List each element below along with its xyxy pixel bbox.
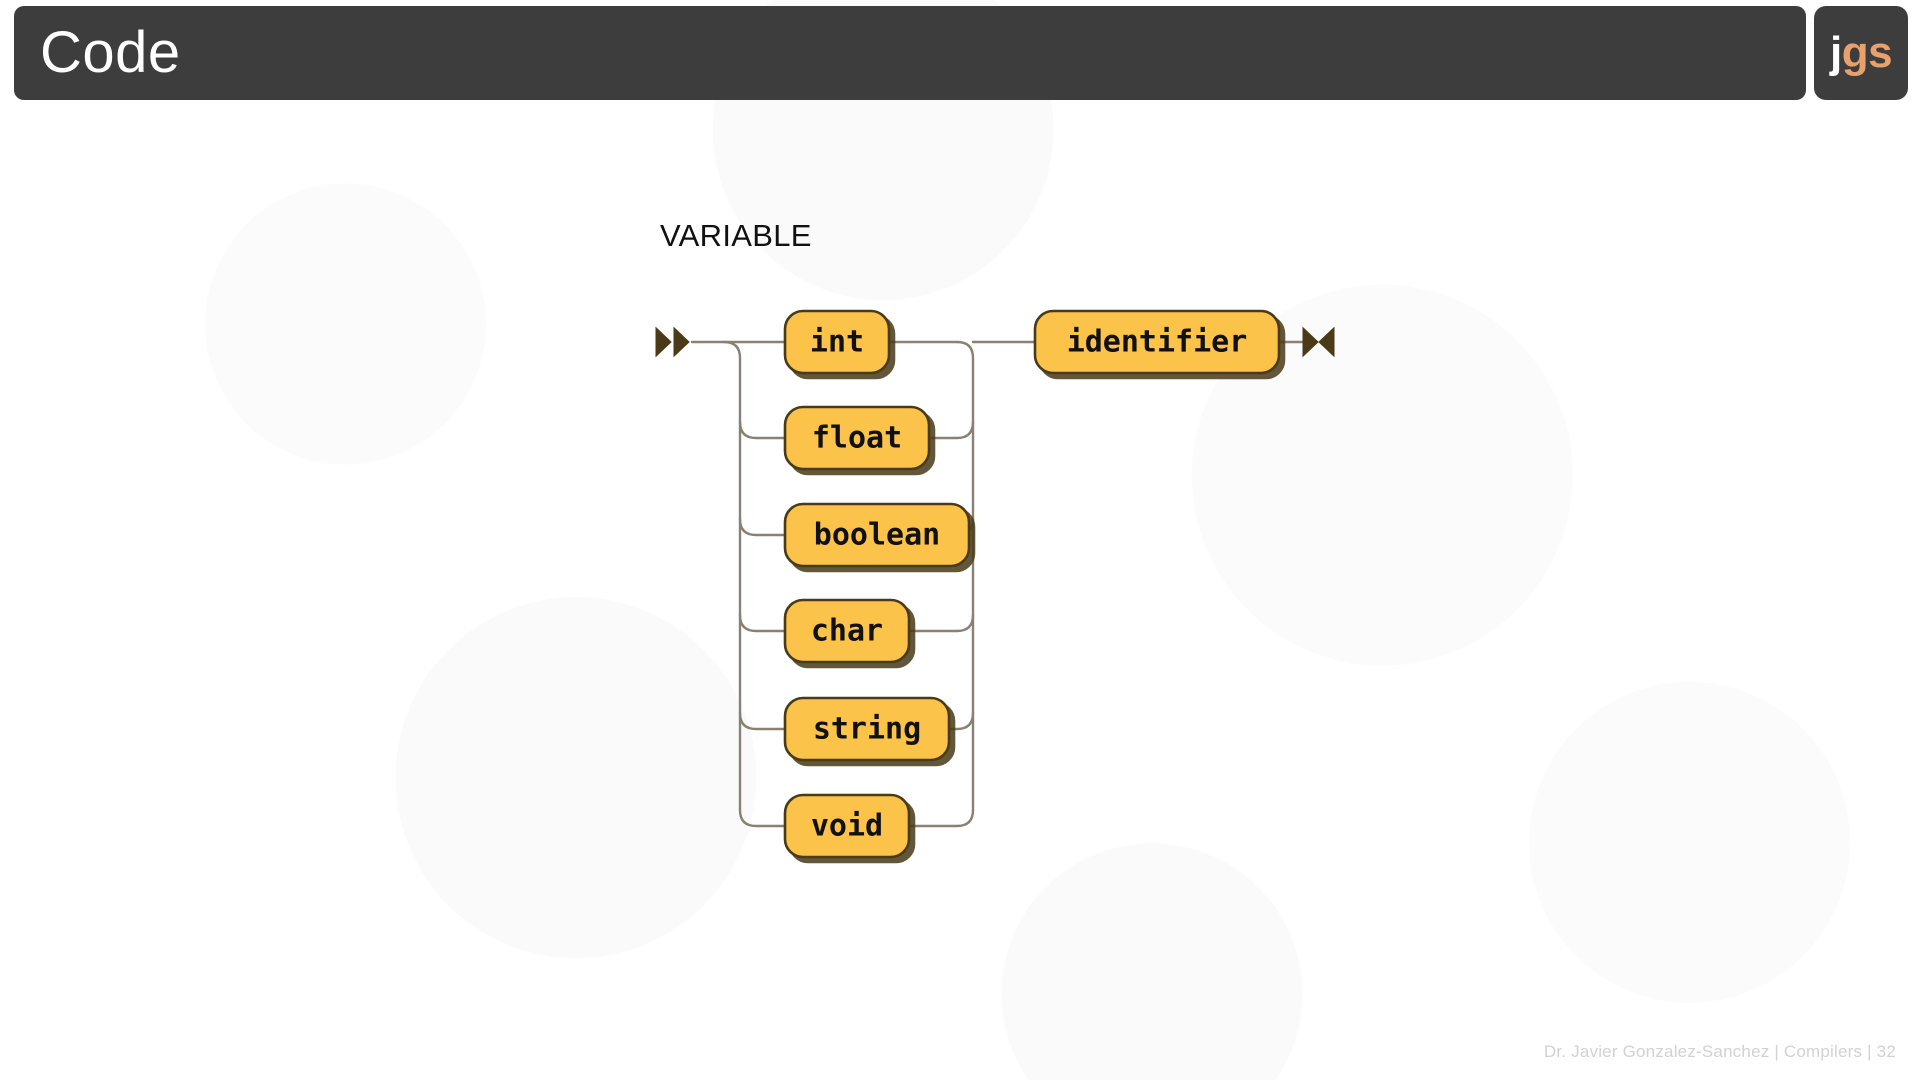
start-marker-icon: [655, 326, 690, 358]
svg-text:float: float: [812, 421, 902, 456]
railroad-node-identifier: identifier: [1033, 309, 1281, 375]
railroad-node-float: float: [783, 405, 931, 471]
svg-text:int: int: [810, 325, 864, 360]
svg-text:identifier: identifier: [1067, 325, 1248, 360]
railroad-nodes: int float boolean char string void identifier: [783, 309, 1281, 859]
svg-text:char: char: [811, 614, 883, 649]
railroad-node-void: void: [783, 793, 911, 859]
svg-text:void: void: [811, 809, 883, 844]
end-marker-icon: [1302, 326, 1335, 358]
footer-credit: Dr. Javier Gonzalez-Sanchez | Compilers …: [1543, 1042, 1896, 1061]
svg-text:string: string: [813, 712, 921, 747]
railroad-node-boolean: boolean: [783, 502, 971, 568]
railroad-diagram: int float boolean char string void identifier: [640, 280, 1360, 900]
jgs-logo: jgs: [1814, 6, 1908, 100]
diagram-title: VARIABLE: [660, 218, 812, 253]
railroad-track-lines: [690, 340, 1305, 828]
logo-letters-gs: gs: [1841, 28, 1893, 77]
slide-title-bar: Code: [14, 6, 1806, 100]
page-title: Code: [40, 20, 181, 85]
railroad-node-char: char: [783, 598, 911, 664]
railroad-node-string: string: [783, 696, 951, 762]
railroad-node-int: int: [783, 309, 891, 375]
logo-letter-j: j: [1829, 28, 1842, 77]
railroad-diagram-svg: int float boolean char string void identifier: [655, 309, 1335, 859]
svg-text:boolean: boolean: [814, 518, 940, 553]
